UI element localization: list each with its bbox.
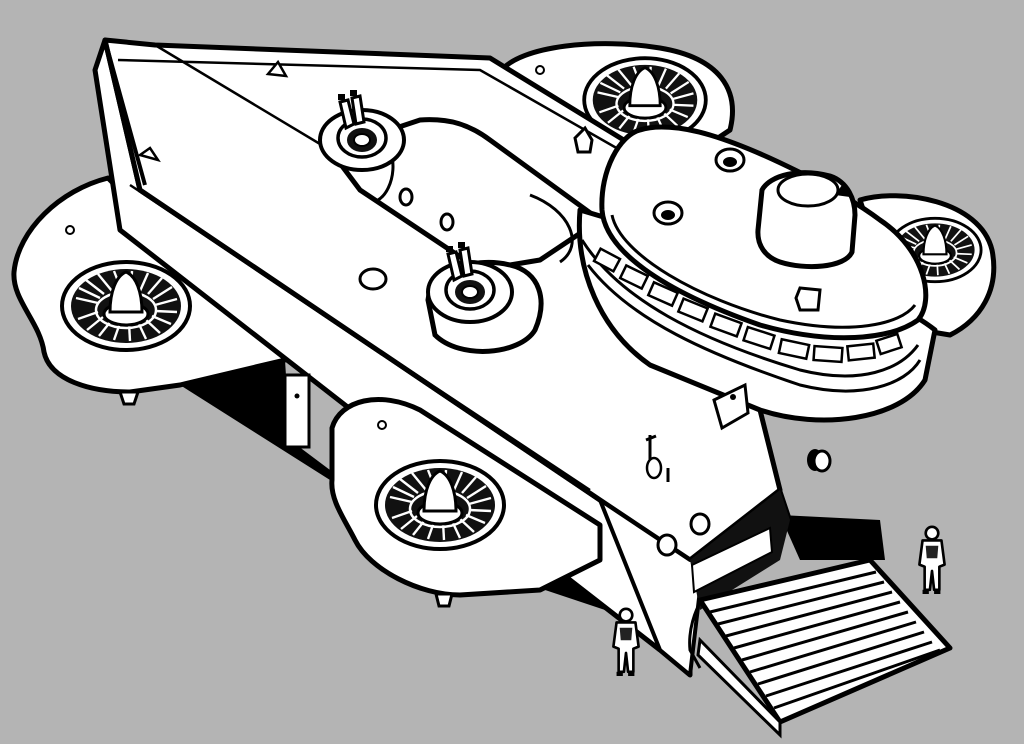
fan-icon <box>60 260 192 352</box>
fan-pod-left <box>11 175 293 406</box>
fan-icon <box>374 459 506 551</box>
gun-turret-front <box>425 240 544 354</box>
fan-pod-front <box>329 397 603 608</box>
fan-pod-rear-right <box>497 41 735 153</box>
ramp-icon <box>696 557 953 739</box>
command-bridge <box>576 124 938 473</box>
bridge-windows <box>592 246 904 364</box>
side-door <box>283 373 311 449</box>
